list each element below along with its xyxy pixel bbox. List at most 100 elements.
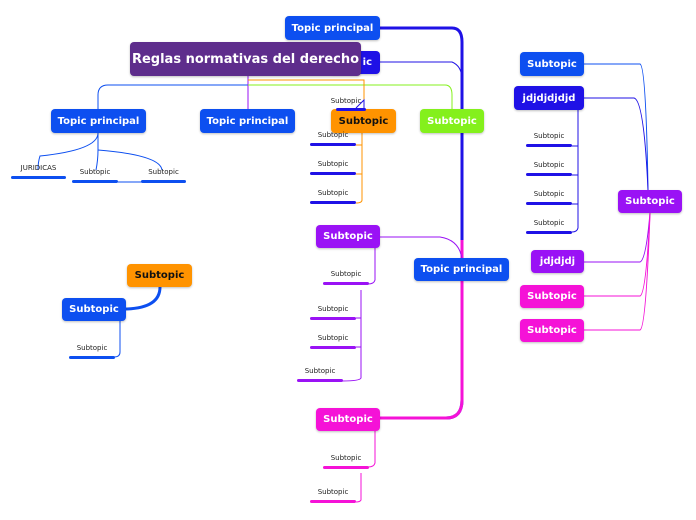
right-magenta-1-label: Subtopic [527, 291, 577, 302]
leaf-underline [323, 466, 369, 469]
leaf-label: Subtopic [317, 131, 349, 139]
right-dark-blue-node[interactable]: jdjdjdjdjd [514, 86, 584, 110]
leaf-underline [323, 282, 369, 285]
dark-blue-child-2[interactable]: Subtopic [526, 161, 572, 176]
connector [584, 63, 649, 191]
right-purple-label: jdjdjdj [539, 256, 576, 267]
leaf-label: Subtopic [79, 168, 111, 176]
right-magenta-2-label: Subtopic [527, 325, 577, 336]
connector [380, 240, 464, 420]
leaf-underline [297, 379, 343, 382]
leaf-underline [310, 172, 356, 175]
right-hub-subtopic[interactable]: Subtopic [618, 190, 682, 213]
connector [380, 61, 463, 81]
leaf-label: Subtopic [330, 454, 362, 462]
leaf-underline [526, 231, 572, 234]
connector [355, 473, 362, 503]
purple-child-3[interactable]: Subtopic [310, 334, 356, 349]
subtopic-orange[interactable]: Subtopic [331, 109, 396, 133]
dark-blue-child-4[interactable]: Subtopic [526, 219, 572, 234]
right-blue-label: Subtopic [527, 58, 577, 70]
subtopic-magenta[interactable]: Subtopic [316, 408, 380, 431]
subtopic-lime[interactable]: Subtopic [420, 109, 484, 133]
leaf-underline [11, 176, 66, 179]
connector [367, 431, 376, 468]
leaf-underline [336, 108, 366, 111]
topic-mid[interactable]: Topic principal [200, 109, 295, 133]
leaf-underline [310, 317, 356, 320]
leaf-label: Subtopic [533, 219, 565, 227]
right-purple-node[interactable]: jdjdjdj [531, 250, 584, 273]
orange-child-1[interactable]: Subtopic [310, 131, 356, 146]
purple-child-4[interactable]: Subtopic [297, 367, 343, 382]
leaf-label: Subtopic [317, 305, 349, 313]
floating-orange-subtopic[interactable]: Subtopic [127, 264, 192, 287]
leaf-label: Subtopic [330, 97, 362, 105]
leaf-underline [526, 202, 572, 205]
leaf-label: Subtopic [317, 488, 349, 496]
right-magenta-subtopic-1[interactable]: Subtopic [520, 285, 584, 308]
connector [584, 212, 651, 331]
connector [355, 133, 363, 204]
leaf-underline [526, 173, 572, 176]
leaf-label: Subtopic [330, 270, 362, 278]
topic-top-center-label: Topic principal [291, 22, 374, 34]
left-child-juridicas[interactable]: JURIDICAS [11, 164, 66, 179]
connector [248, 84, 453, 110]
root-topic[interactable]: Reglas normativas del derecho [130, 42, 361, 76]
topic-mid-label: Topic principal [206, 115, 289, 127]
leaf-underline [141, 180, 186, 183]
right-blue-subtopic[interactable]: Subtopic [520, 52, 584, 76]
right-hub-label: Subtopic [625, 196, 675, 207]
connector [37, 132, 99, 171]
left-child-2[interactable]: Subtopic [72, 168, 118, 183]
leaf-underline [72, 180, 118, 183]
orange-child-3[interactable]: Subtopic [310, 189, 356, 204]
floating-child[interactable]: Subtopic [69, 344, 115, 359]
leaf-label: Subtopic [76, 344, 108, 352]
leaf-label: Subtopic [533, 132, 565, 140]
subtopic-orange-label: Subtopic [338, 115, 389, 127]
connector [125, 286, 162, 311]
connector [97, 76, 249, 110]
leaf-above-orange[interactable]: Subtopic [326, 97, 366, 111]
subtopic-lime-label: Subtopic [427, 115, 477, 127]
connector [97, 149, 163, 171]
topic-top-center[interactable]: Topic principal [285, 16, 380, 40]
subtopic-magenta-label: Subtopic [323, 414, 373, 425]
right-magenta-subtopic-2[interactable]: Subtopic [520, 319, 584, 342]
floating-orange-label: Subtopic [134, 270, 185, 281]
floating-blue-subtopic[interactable]: Subtopic [62, 298, 126, 321]
leaf-underline [69, 356, 115, 359]
subtopic-purple[interactable]: Subtopic [316, 225, 380, 248]
hidden-topic-label: ic [362, 57, 372, 68]
connector [355, 98, 365, 110]
leaf-underline [526, 144, 572, 147]
leaf-label: JURIDICAS [20, 164, 57, 172]
connector [571, 110, 579, 233]
leaf-underline [310, 201, 356, 204]
leaf-label: Subtopic [317, 160, 349, 168]
leaf-label: Subtopic [148, 168, 179, 176]
topic-left[interactable]: Topic principal [51, 109, 146, 133]
magenta-child-2[interactable]: Subtopic [310, 488, 356, 503]
floating-blue-label: Subtopic [69, 304, 119, 315]
dark-blue-child-3[interactable]: Subtopic [526, 190, 572, 205]
left-child-3[interactable]: Subtopic [141, 168, 186, 183]
purple-child-1[interactable]: Subtopic [323, 270, 369, 285]
leaf-label: Subtopic [317, 189, 349, 197]
connector [113, 321, 121, 358]
root-topic-label: Reglas normativas del derecho [131, 51, 360, 67]
leaf-underline [310, 346, 356, 349]
right-dark-blue-label: jdjdjdjdjd [522, 92, 576, 104]
leaf-label: Subtopic [317, 334, 349, 342]
connector [584, 212, 651, 263]
connector [584, 212, 651, 297]
subtopic-purple-label: Subtopic [323, 231, 373, 242]
orange-child-2[interactable]: Subtopic [310, 160, 356, 175]
magenta-child-1[interactable]: Subtopic [323, 454, 369, 469]
dark-blue-child-1[interactable]: Subtopic [526, 132, 572, 147]
topic-right[interactable]: Topic principal [414, 258, 509, 281]
purple-child-2[interactable]: Subtopic [310, 305, 356, 320]
